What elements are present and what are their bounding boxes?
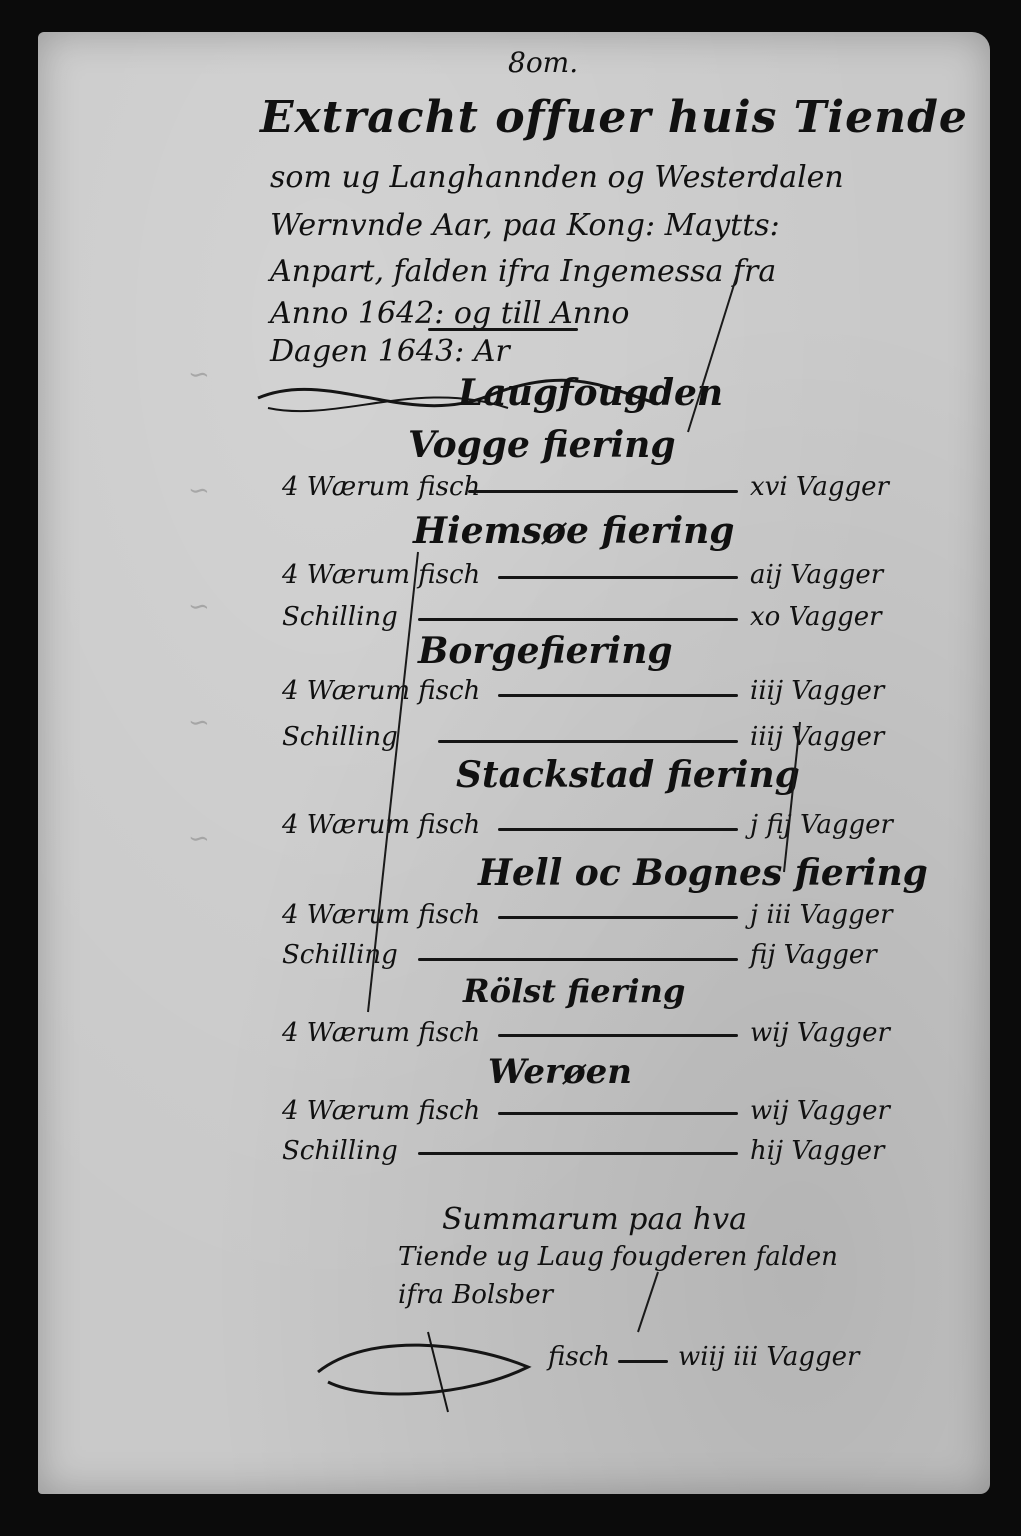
section-heading-4: Stackstad fiering [456,754,800,796]
summary-flourish [317,1331,532,1413]
entry-label-6-1: 4 Wærum fisch [282,1018,481,1048]
section-heading-5: Hell oc Bognes fiering [478,852,928,894]
district-heading: Laugfougden [458,372,724,414]
manuscript-page: ∽ ∽ ∽ ∽ ∽ 8om. Extracht offuer huis Tien… [38,32,990,1494]
entry-amount-3-2: iiij Vagger [750,722,885,752]
header-line-2: Wernvnde Aar, paa Kong: Maytts: [270,208,780,243]
entry-rule-2-1 [498,576,738,579]
entry-amount-5-1: j iii Vagger [750,900,893,930]
section-heading-1: Vogge fiering [408,424,676,466]
section-heading-6: Rölst fiering [463,972,686,1010]
entry-label-4-1: 4 Wærum fisch [282,810,481,840]
entry-rule-5-1 [498,916,738,919]
summary-total-label: fisch [548,1342,610,1372]
entry-label-7-1: 4 Wærum fisch [282,1096,481,1126]
header-line-1: som ug Langhannden og Westerdalen [270,160,844,195]
section-heading-7: Werøen [488,1052,632,1092]
entry-rule-7-1 [498,1112,738,1115]
summary-line-3: ifra Bolsber [398,1280,554,1310]
vertical-pen-strokes [367,271,801,1333]
entry-rule-7-2 [418,1152,738,1155]
entry-rule-4-1 [498,828,738,831]
entry-rule-3-2 [438,740,738,743]
entry-amount-1-1: xvi Vagger [750,472,889,502]
entry-amount-7-2: hij Vagger [750,1136,885,1166]
entry-label-3-1: 4 Wærum fisch [282,676,481,706]
entry-label-2-2: Schilling [282,602,398,632]
bleed-through-marks: ∽ ∽ ∽ ∽ ∽ [188,360,210,854]
entry-amount-6-1: wij Vagger [750,1018,890,1048]
entry-rule-1-1 [468,490,738,493]
entry-rule-6-1 [498,1034,738,1037]
entry-amount-4-1: j fij Vagger [750,810,893,840]
entry-amount-7-1: wij Vagger [750,1096,890,1126]
document-title: Extracht offuer huis Tiende [260,92,968,143]
entry-amount-2-2: xo Vagger [750,602,882,632]
entry-label-1-1: 4 Wærum fisch [282,472,481,502]
entry-amount-2-1: aij Vagger [750,560,884,590]
district-flourish [257,378,659,413]
entry-amount-5-2: fij Vagger [750,940,877,970]
entry-rule-5-2 [418,958,738,961]
top-word: 8om. [508,46,579,79]
summary-total-rule [618,1360,668,1363]
header-underline [428,328,578,331]
section-heading-2: Hiemsøe fiering [413,510,735,552]
entry-label-3-2: Schilling [282,722,398,752]
entry-label-5-1: 4 Wærum fisch [282,900,481,930]
header-line-5: Dagen 1643: Ar [270,334,510,369]
entry-label-2-1: 4 Wærum fisch [282,560,481,590]
summary-line-2: Tiende ug Laug fougderen falden [398,1242,838,1272]
summary-total-amount: wiij iii Vagger [678,1342,860,1372]
header-line-3: Anpart, falden ifra Ingemessa fra [270,254,777,289]
header-line-4: Anno 1642: og till Anno [270,296,630,331]
section-heading-3: Borgefiering [418,630,673,672]
entry-label-5-2: Schilling [282,940,398,970]
entry-amount-3-1: iiij Vagger [750,676,885,706]
entry-label-7-2: Schilling [282,1136,398,1166]
entry-rule-2-2 [418,618,738,621]
summary-line-1: Summarum paa hva [442,1202,747,1237]
entry-rule-3-1 [498,694,738,697]
